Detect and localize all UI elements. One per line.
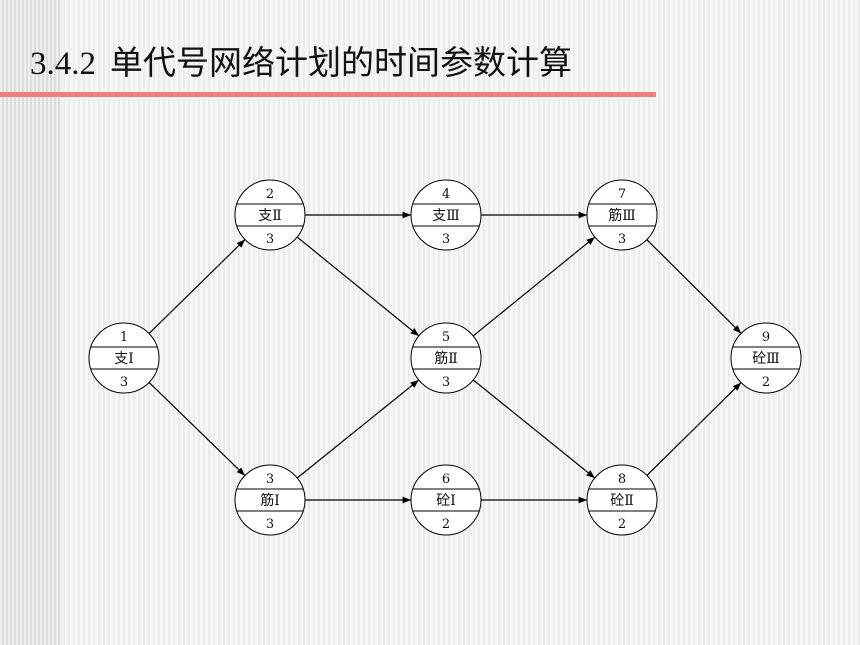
edge-8-9 xyxy=(646,382,742,476)
node-task-name: 砼Ⅱ xyxy=(610,493,634,509)
node-5: 5 筋Ⅱ 3 xyxy=(410,322,482,394)
node-circle xyxy=(410,464,482,536)
node-duration: 3 xyxy=(120,375,128,390)
node-task-name: 砼Ⅲ xyxy=(752,351,780,367)
node-circle xyxy=(88,322,160,394)
node-9: 9 砼Ⅲ 2 xyxy=(730,322,802,394)
edge-2-5 xyxy=(296,236,420,337)
edge-1-2 xyxy=(148,239,246,334)
node-task-name: 筋Ⅲ xyxy=(608,207,636,224)
node-number: 7 xyxy=(618,187,626,202)
page-title: 3.4.2 单代号网络计划的时间参数计算 xyxy=(30,36,572,84)
node-circle xyxy=(730,322,802,394)
node-number: 9 xyxy=(762,330,770,345)
background-left-band xyxy=(0,0,62,645)
node-duration: 2 xyxy=(442,517,450,532)
node-4: 4 支Ⅲ 3 xyxy=(410,179,482,251)
node-6: 6 砼Ⅰ 2 xyxy=(410,464,482,536)
section-title: 单代号网络计划的时间参数计算 xyxy=(110,43,572,82)
node-circle xyxy=(410,322,482,394)
node-number: 4 xyxy=(442,187,450,202)
node-3: 3 筋Ⅰ 3 xyxy=(234,464,306,536)
node-1: 1 支Ⅰ 3 xyxy=(88,322,160,394)
edge-1-3 xyxy=(148,381,246,477)
node-2: 2 支Ⅱ 3 xyxy=(234,179,306,251)
node-duration: 3 xyxy=(442,232,450,247)
node-circle xyxy=(234,179,306,251)
node-circle xyxy=(586,179,658,251)
edge-3-5 xyxy=(296,379,420,479)
edge-7-9 xyxy=(646,239,742,334)
node-circle xyxy=(586,464,658,536)
node-number: 3 xyxy=(266,472,274,487)
node-circle xyxy=(234,464,306,536)
node-duration: 2 xyxy=(618,517,626,532)
title-underline xyxy=(0,92,656,97)
node-number: 6 xyxy=(442,472,450,487)
node-task-name: 筋Ⅱ xyxy=(434,350,458,367)
node-duration: 3 xyxy=(266,232,274,247)
node-duration: 3 xyxy=(618,232,626,247)
node-task-name: 支Ⅰ xyxy=(114,351,134,367)
node-7: 7 筋Ⅲ 3 xyxy=(586,179,658,251)
node-number: 5 xyxy=(442,330,450,345)
node-task-name: 支Ⅲ xyxy=(432,208,460,224)
node-number: 1 xyxy=(120,330,128,345)
node-task-name: 砼Ⅰ xyxy=(436,493,456,509)
edge-5-7 xyxy=(472,236,596,337)
node-duration: 2 xyxy=(762,375,770,390)
node-duration: 3 xyxy=(266,517,274,532)
node-task-name: 支Ⅱ xyxy=(258,208,282,224)
node-number: 2 xyxy=(266,187,274,202)
section-number: 3.4.2 xyxy=(30,46,96,82)
node-task-name: 筋Ⅰ xyxy=(260,492,280,509)
edge-5-8 xyxy=(472,379,596,479)
node-circle xyxy=(410,179,482,251)
node-8: 8 砼Ⅱ 2 xyxy=(586,464,658,536)
node-duration: 3 xyxy=(442,375,450,390)
node-number: 8 xyxy=(618,472,626,487)
